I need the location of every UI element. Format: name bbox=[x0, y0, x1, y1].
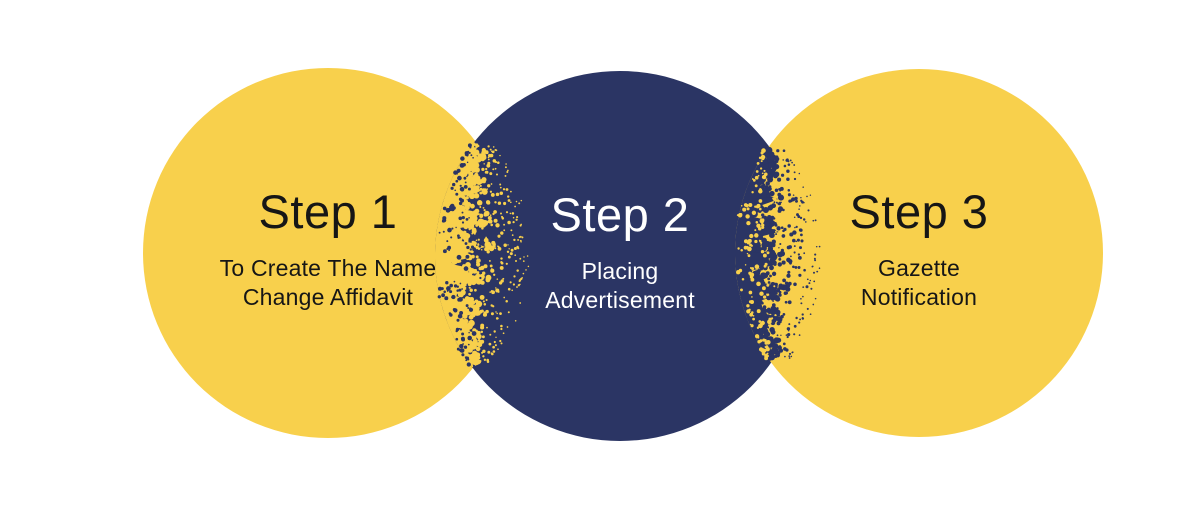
step-2-content: Step 2 Placing Advertisement bbox=[545, 189, 695, 314]
step-3-content: Step 3 Gazette Notification bbox=[850, 186, 989, 311]
step-3-subtitle-line-1: Gazette bbox=[878, 255, 960, 282]
step-2-subtitle-line-1: Placing bbox=[581, 258, 659, 285]
step-2-title: Step 2 bbox=[550, 188, 690, 242]
step-2-subtitle: Placing Advertisement bbox=[545, 257, 695, 315]
step-1-subtitle-line-1: To Create The Name bbox=[219, 255, 437, 282]
step-1-title: Step 1 bbox=[258, 185, 398, 239]
step-3-subtitle: Gazette Notification bbox=[850, 254, 989, 312]
step-1-subtitle-line-2: Change Affidavit bbox=[242, 283, 414, 310]
step-2-subtitle-line-2: Advertisement bbox=[545, 286, 695, 313]
step-3-subtitle-line-2: Notification bbox=[860, 283, 978, 310]
step-2-circle: Step 2 Placing Advertisement bbox=[435, 71, 805, 441]
step-1-content: Step 1 To Create The Name Change Affidav… bbox=[220, 186, 437, 311]
step-3-circle: Step 3 Gazette Notification bbox=[735, 69, 1103, 437]
step-1-subtitle: To Create The Name Change Affidavit bbox=[220, 254, 437, 312]
step-3-title: Step 3 bbox=[849, 185, 989, 239]
